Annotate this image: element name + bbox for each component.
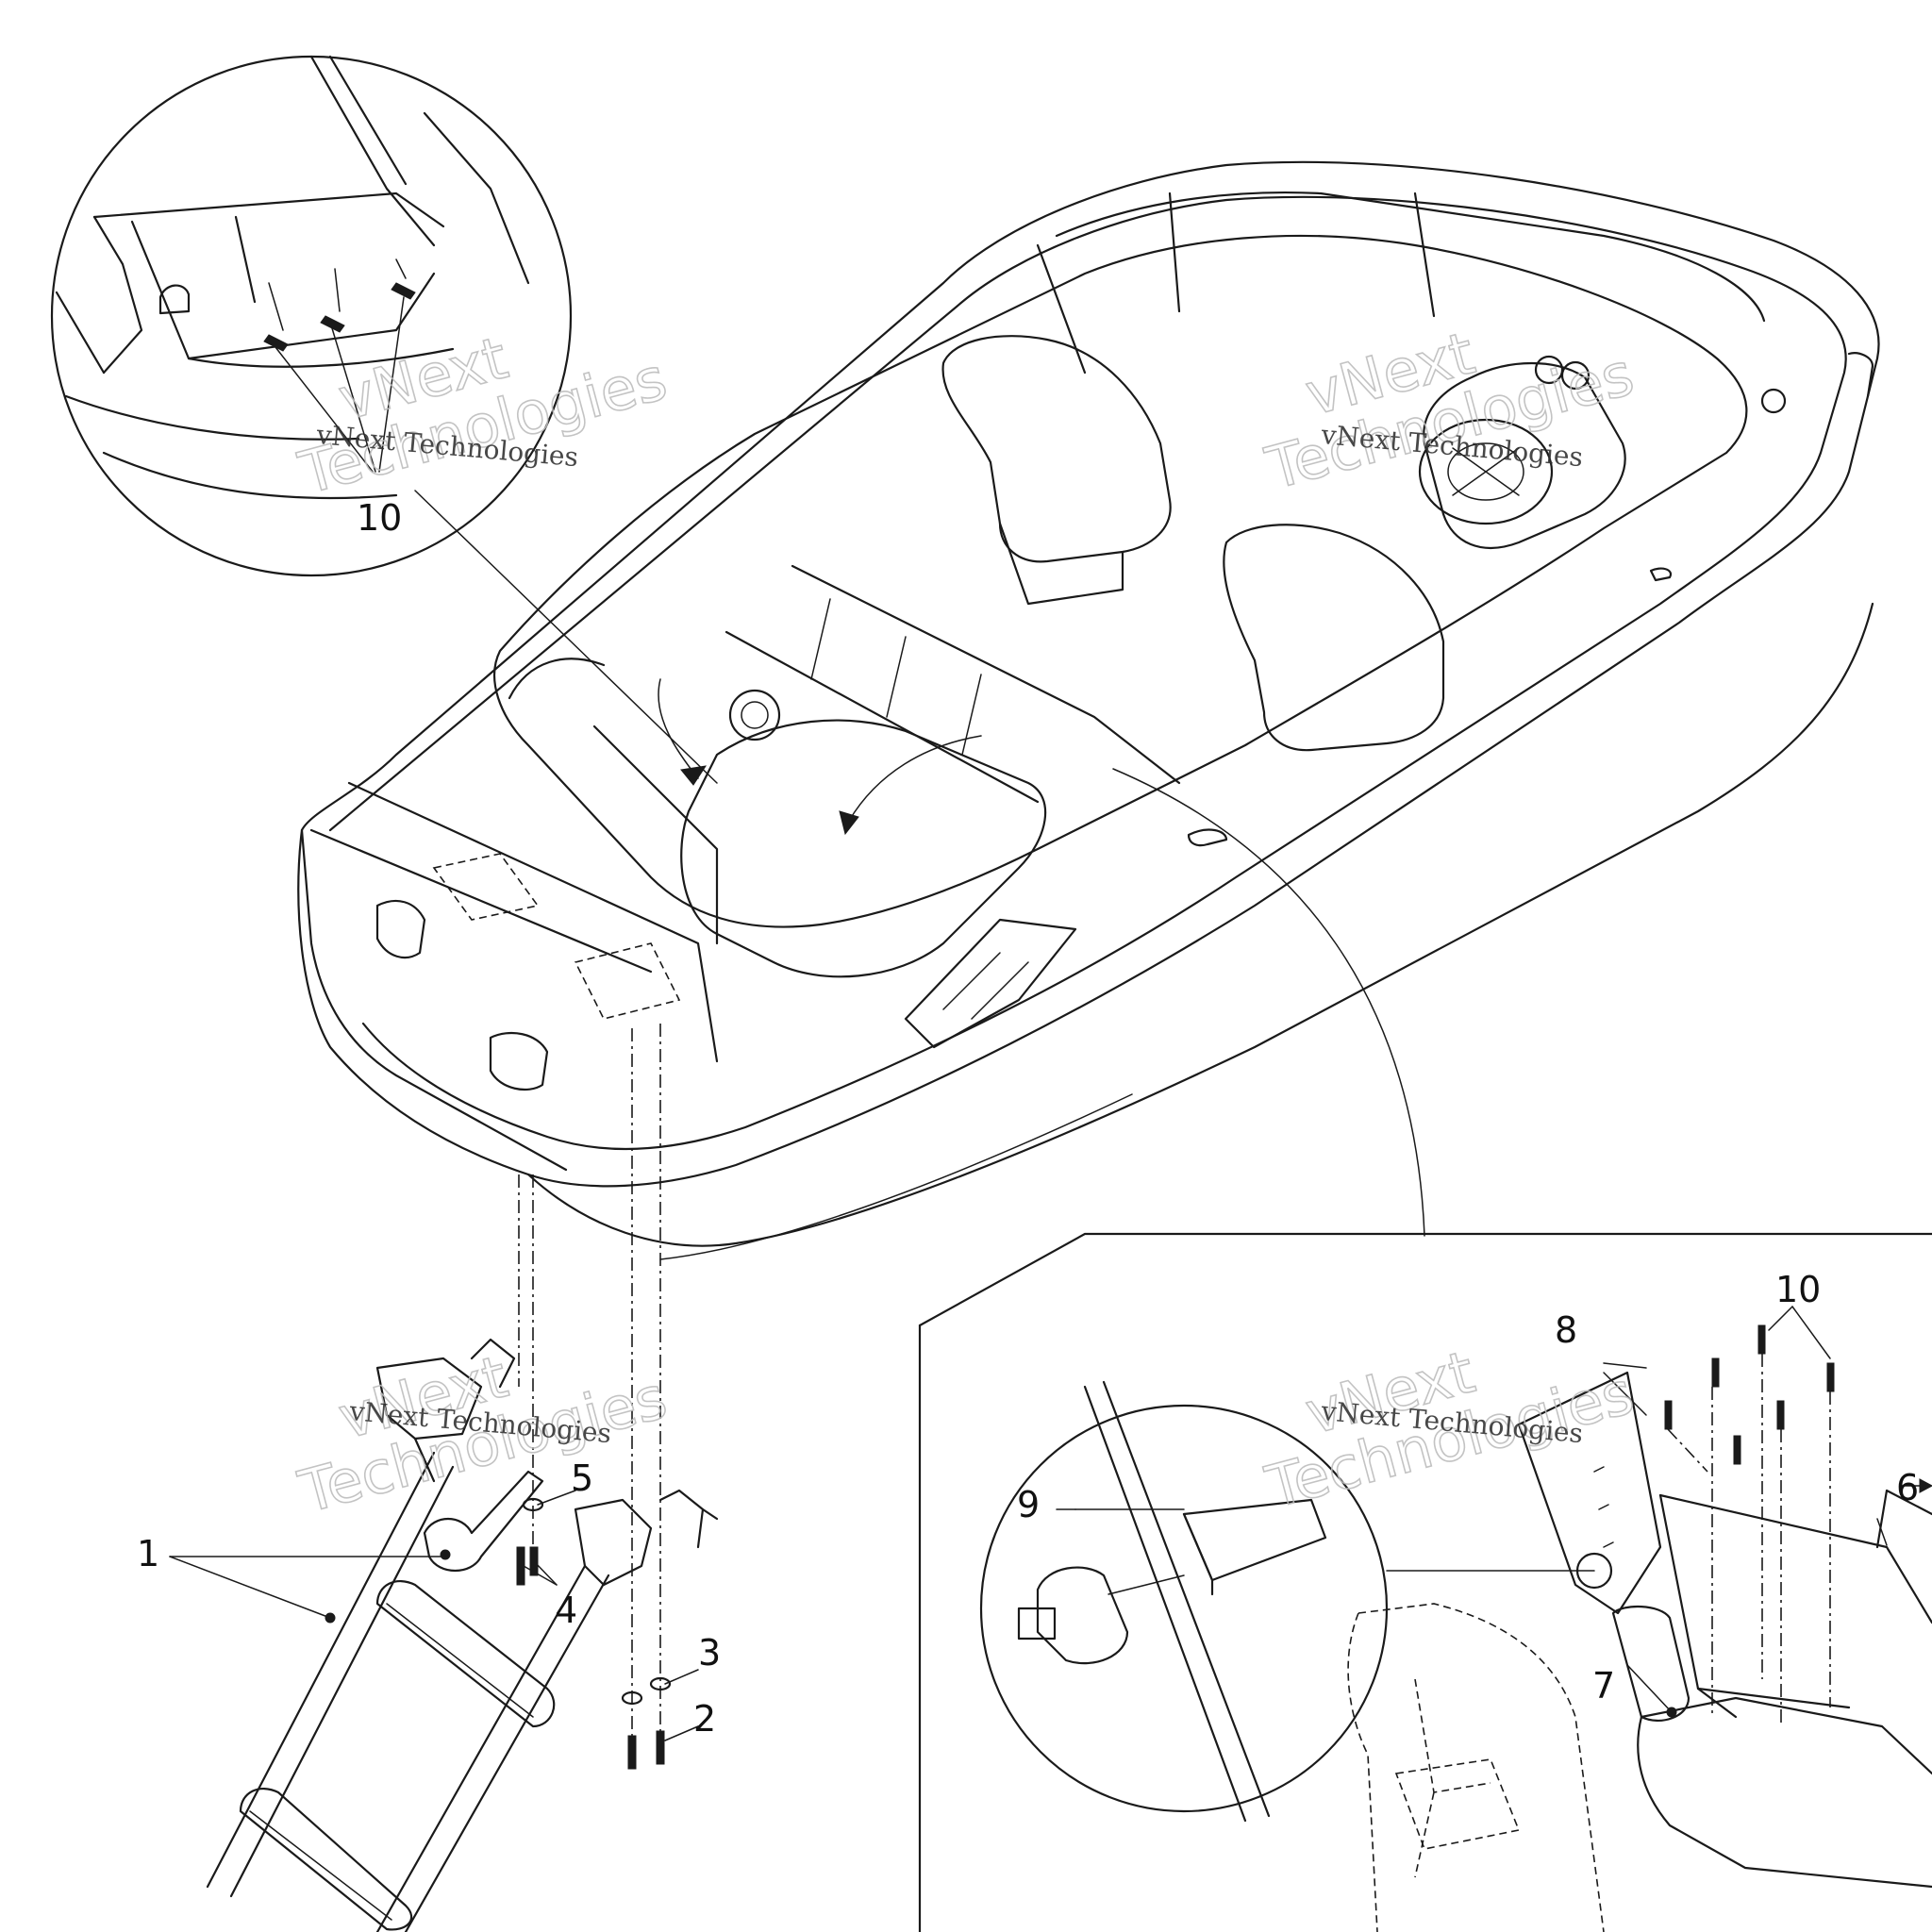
callout-2: 2: [693, 1698, 716, 1740]
callout-6: 6: [1896, 1467, 1919, 1508]
callout-3: 3: [698, 1632, 721, 1674]
callout-10-top: 10: [357, 497, 402, 539]
watermark-top-left: vNext Technologies: [291, 323, 675, 509]
ladder-assembly: [169, 1024, 719, 1932]
storage-bin-inset: [918, 1232, 1932, 1932]
callout-7: 7: [1592, 1665, 1615, 1707]
callout-9: 9: [1017, 1484, 1040, 1525]
watermarks: vNext Technologies vNext Technologies vN…: [291, 318, 1641, 1528]
boat-hull: [297, 160, 1880, 1260]
callout-8: 8: [1555, 1309, 1577, 1351]
callout-5: 5: [571, 1457, 593, 1499]
callout-labels: 10 1 2 3 4 5 6 7 8 9 10: [137, 497, 1919, 1740]
callout-4: 4: [555, 1590, 577, 1631]
detail-circle-top: [50, 55, 573, 577]
callout-1: 1: [137, 1533, 159, 1574]
callout-10-right: 10: [1775, 1269, 1821, 1310]
